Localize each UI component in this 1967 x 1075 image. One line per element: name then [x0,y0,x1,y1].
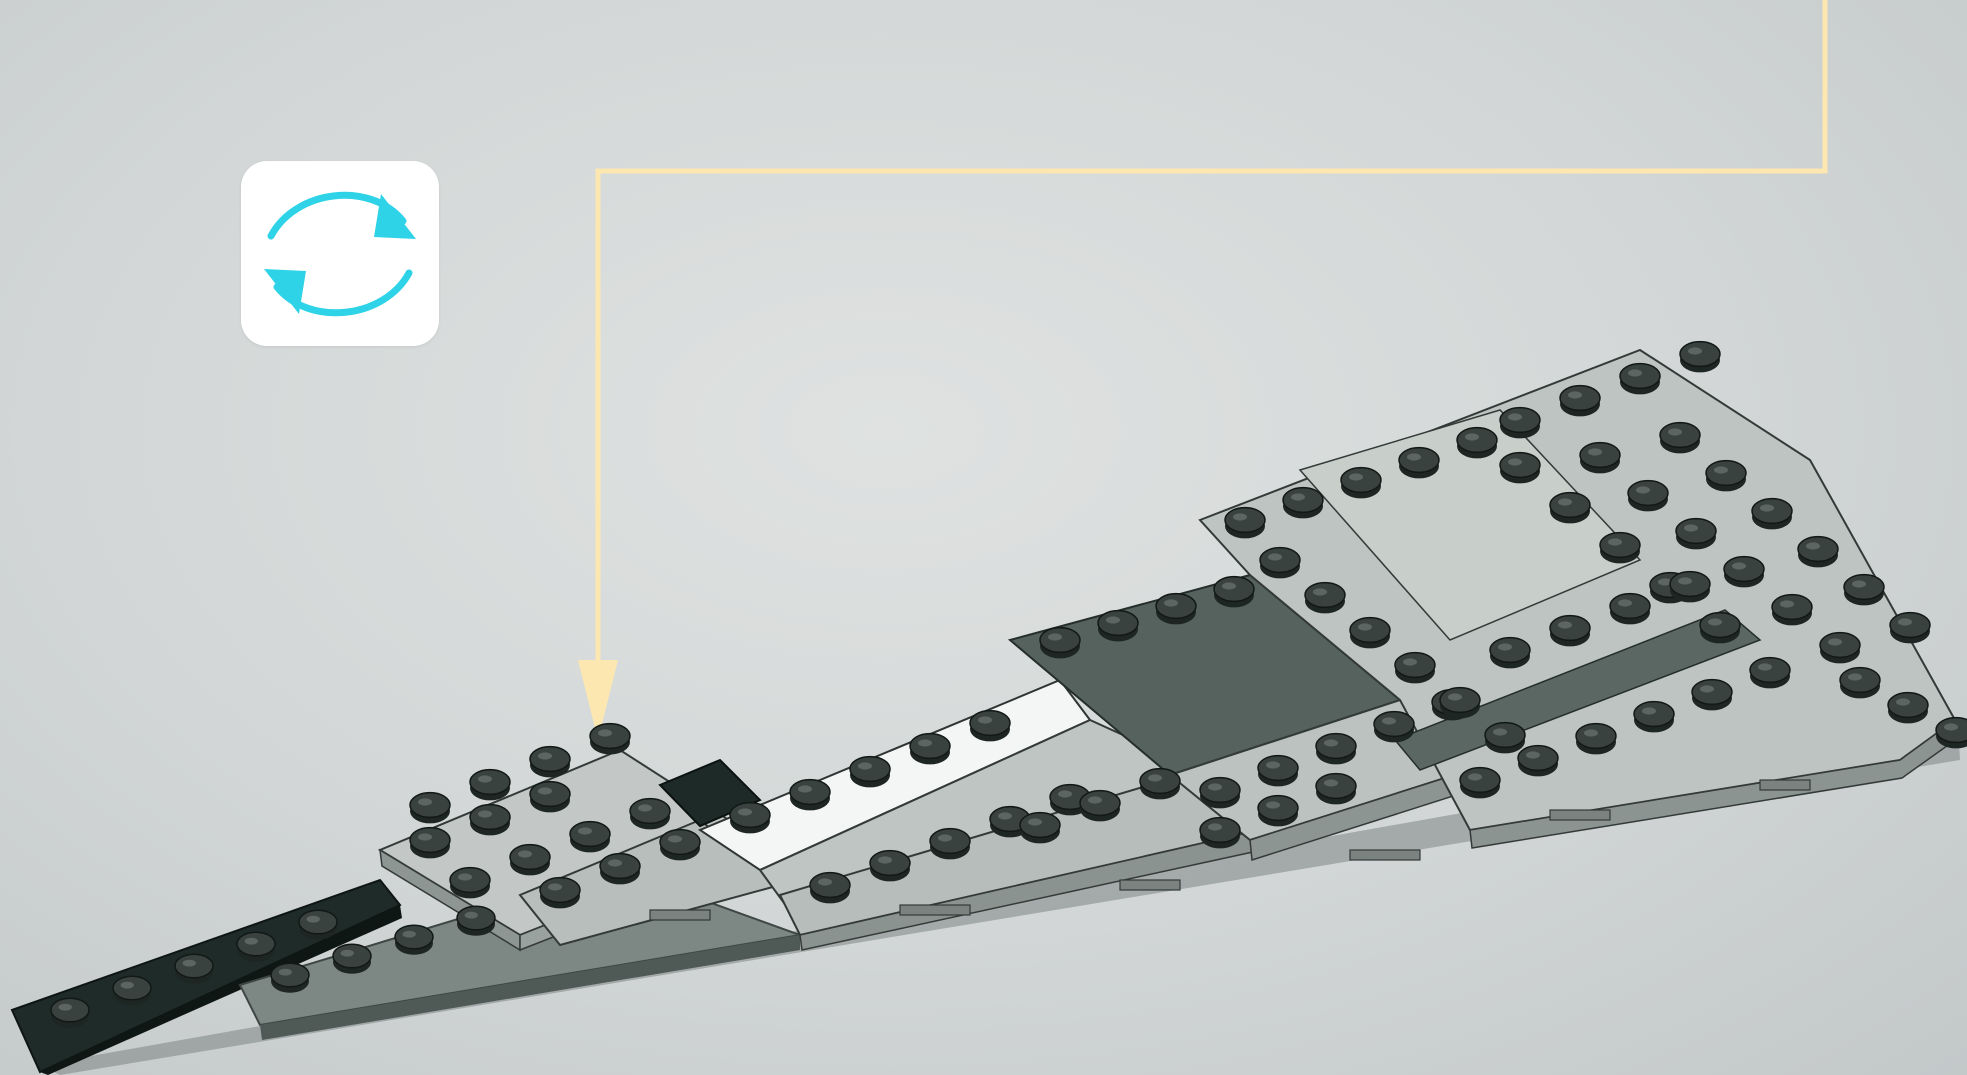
stud [1628,481,1668,512]
stud [1485,723,1525,754]
stud [1706,461,1746,492]
stud [410,828,450,859]
stud [1798,537,1838,568]
stud [1283,488,1323,519]
stud [1620,364,1660,395]
stud [1676,519,1716,550]
stud [790,780,830,811]
stud [1316,734,1356,765]
stud [1156,594,1196,625]
stud [1258,796,1298,827]
stud [1724,557,1764,588]
stud [1490,638,1530,669]
stud [1700,613,1740,644]
stud [1576,724,1616,755]
stud [51,998,89,1028]
stud [1600,533,1640,564]
stud [1752,499,1792,530]
stud [237,932,275,962]
lego-model [12,342,1967,1075]
stud [1214,577,1254,608]
stud [1550,616,1590,647]
stud [970,711,1010,742]
stud [1399,448,1439,479]
stud [1258,756,1298,787]
stud [910,734,950,765]
stud [395,925,433,955]
stud [1580,443,1620,474]
stud [1460,768,1500,799]
stud [850,757,890,788]
stud [1305,583,1345,614]
stud [470,770,510,801]
stud [1341,468,1381,499]
stud [1634,702,1674,733]
stud [1692,680,1732,711]
stud [470,805,510,836]
stud [410,793,450,824]
stud [1660,423,1700,454]
stud [1395,653,1435,684]
stud [1374,712,1414,743]
stud [1200,818,1240,849]
stud [1888,693,1928,724]
stud [1225,508,1265,539]
stud [510,845,550,876]
stud [113,976,151,1006]
stud [530,782,570,813]
stud [1040,628,1080,659]
stud [1518,746,1558,777]
stud [1500,408,1540,439]
stud [1670,572,1710,603]
stud [1080,791,1120,822]
stud [1750,658,1790,689]
stud [730,803,770,834]
stud [1260,548,1300,579]
stud [1457,428,1497,459]
stud [1772,595,1812,626]
stud [870,851,910,882]
stud [1890,613,1930,644]
stud [1610,594,1650,625]
rotate-badge [241,161,439,346]
stud [1316,774,1356,805]
stud [1140,769,1180,800]
stud [450,868,490,899]
rotate-model-icon [241,161,439,346]
stud [1350,618,1390,649]
stud [600,854,640,885]
stud [333,944,371,974]
stud [570,822,610,853]
stud [540,878,580,909]
stud [299,910,337,940]
stud [1020,813,1060,844]
stud [630,799,670,830]
stud [810,873,850,904]
stud [271,963,309,993]
stud [1840,668,1880,699]
stud [590,724,630,755]
stud [930,829,970,860]
stud [1844,575,1884,606]
stud [1550,493,1590,524]
stud [1560,386,1600,417]
stud [1680,342,1720,373]
stud [1098,611,1138,642]
stud [457,906,495,936]
stud [175,954,213,984]
stud [1200,778,1240,809]
stud [1500,453,1540,484]
stud [1820,633,1860,664]
stud [1936,718,1967,749]
stud [660,830,700,861]
stud [1440,688,1480,719]
stud [530,747,570,778]
